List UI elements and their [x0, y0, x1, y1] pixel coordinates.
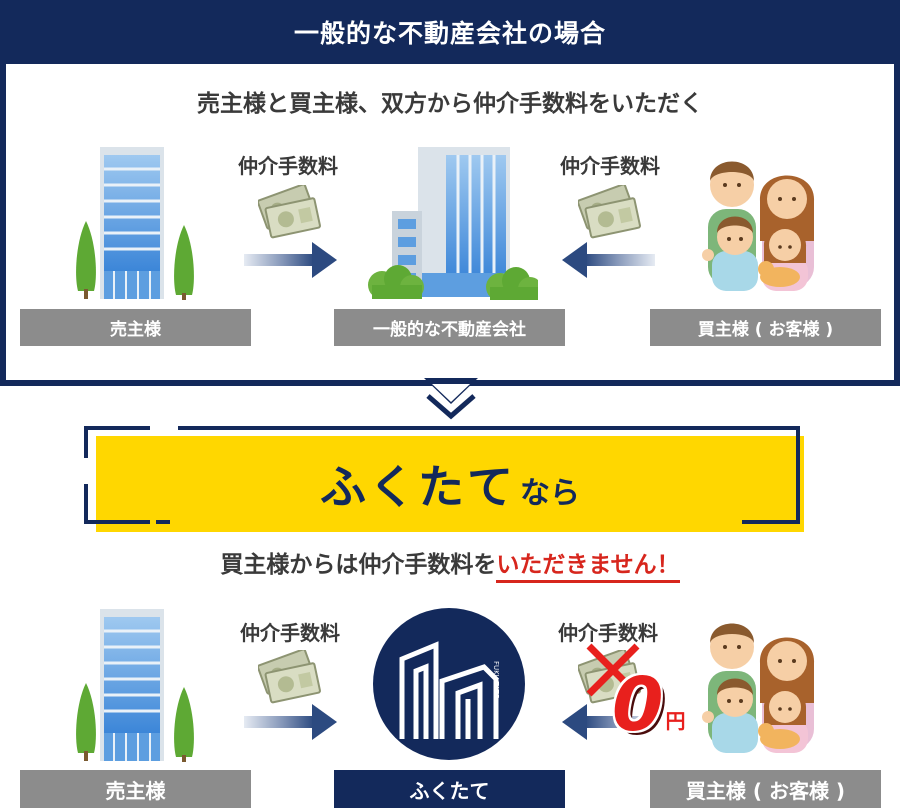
banner-suffix: なら	[520, 476, 580, 511]
company-building-icon	[368, 147, 538, 300]
zero-unit: 円	[665, 709, 686, 733]
banner-background	[96, 436, 804, 532]
no-fee-emphasis: いただきません！	[496, 552, 680, 583]
seller-building-icon	[76, 607, 194, 762]
arrow-left-icon	[562, 704, 655, 740]
top-title: 一般的な不動産会社の場合	[293, 19, 606, 48]
money-icon	[258, 650, 322, 704]
family-icon	[702, 623, 815, 753]
banner: ふくたて なら	[96, 436, 804, 532]
chevron-down-icon	[424, 378, 478, 420]
fee-label-left: 仲介手数料	[240, 621, 340, 645]
zero-number: 0	[612, 662, 664, 748]
company-label: 一般的な不動産会社	[334, 309, 565, 346]
banner-frame	[84, 426, 800, 524]
top-subtitle: 売主様と買主様、双方から仲介手数料をいただく	[197, 91, 703, 117]
family-icon	[702, 161, 815, 291]
fee-label-right: 仲介手数料	[558, 621, 658, 645]
seller-label: 売主様	[20, 770, 251, 808]
arrow-left-icon	[562, 242, 655, 278]
fee-label-right: 仲介手数料	[560, 154, 660, 178]
arrow-right-icon	[244, 704, 337, 740]
fee-label-left: 仲介手数料	[238, 154, 338, 178]
buyer-label: 買主様 ( お客様 )	[650, 770, 881, 808]
logo-text: FUKU-TATE	[492, 661, 500, 698]
seller-building-icon	[76, 145, 194, 300]
buyer-label: 買主様 ( お客様 )	[650, 309, 881, 346]
banner-brand: ふくたて	[320, 460, 516, 514]
fukutate-logo-icon: FUKU-TATE	[373, 608, 525, 760]
arrow-right-icon	[244, 242, 337, 278]
money-icon	[578, 185, 642, 239]
seller-label: 売主様	[20, 309, 251, 346]
no-fee-prefix: 買主様からは仲介手数料を	[220, 552, 497, 578]
zero-yen-badge: 0 円	[612, 668, 686, 742]
company-label: ふくたて	[334, 770, 565, 808]
money-icon	[258, 185, 322, 239]
no-fee-statement: 買主様からは仲介手数料をいただきません！	[0, 545, 900, 583]
cross-icon	[586, 643, 640, 697]
